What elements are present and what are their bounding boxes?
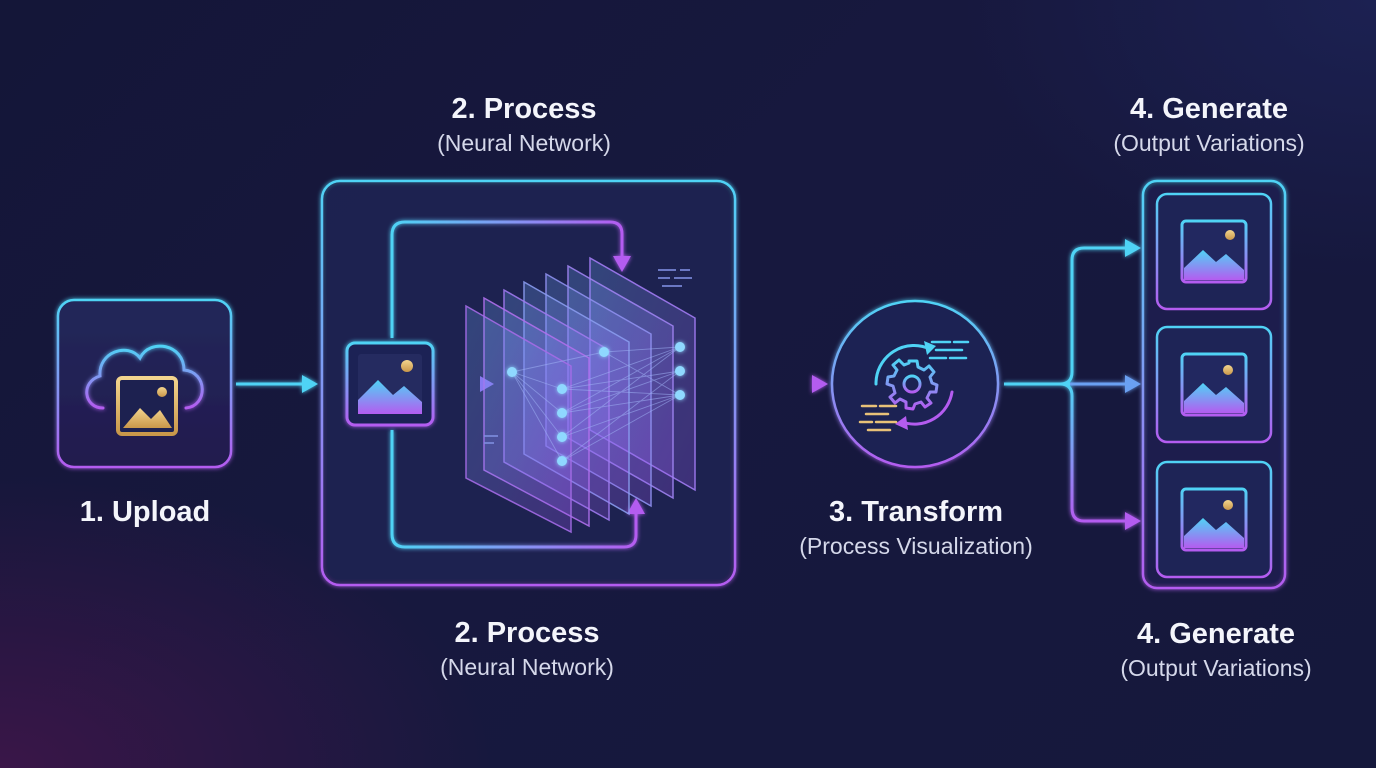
- image-icon: [1180, 352, 1248, 417]
- generate-subtitle-bottom: (Output Variations): [1120, 655, 1312, 681]
- generate-subtitle-top: (Output Variations): [1113, 130, 1305, 156]
- generate-label-top: 4. Generate (Output Variations): [1113, 92, 1304, 157]
- process-subtitle-top: (Neural Network): [437, 130, 611, 156]
- process-title-bottom: 2. Process: [454, 617, 600, 649]
- generate-label-bottom: 4. Generate (Output Variations): [1120, 617, 1311, 682]
- transform-label: 3. Transform (Process Visualization): [799, 495, 1033, 560]
- image-icon: [1180, 487, 1248, 552]
- feedback-loop-bottom: [390, 430, 645, 549]
- transform-title: 3. Transform: [828, 496, 1004, 528]
- process-label-bottom: 2. Process (Neural Network): [440, 616, 614, 681]
- process-box: [320, 179, 737, 587]
- process-title-top: 2. Process: [451, 93, 597, 125]
- transform-node: [830, 299, 1000, 469]
- generate-title-top: 4. Generate: [1130, 93, 1288, 125]
- process-subtitle-bottom: (Neural Network): [440, 654, 614, 680]
- gear-cycle-icon: [858, 340, 970, 432]
- cloud-image-icon: [85, 344, 204, 436]
- output-card-3: [1155, 460, 1273, 579]
- upload-card: [56, 298, 233, 469]
- arrow-upload-to-process: [236, 375, 318, 393]
- generate-title-bottom: 4. Generate: [1137, 618, 1295, 650]
- arrows-transform-to-outputs: [1004, 246, 1126, 523]
- upload-title: 1. Upload: [79, 496, 211, 528]
- process-label-top: 2. Process (Neural Network): [437, 92, 611, 157]
- feedback-loop-top: [390, 220, 631, 338]
- arrowheads-outputs: [1125, 239, 1141, 530]
- process-input-image-icon: [345, 341, 435, 427]
- transform-subtitle: (Process Visualization): [799, 533, 1033, 559]
- arrow-process-to-transform: [740, 375, 828, 393]
- output-card-1: [1155, 192, 1273, 311]
- output-stack: [1141, 179, 1287, 590]
- output-card-2: [1155, 325, 1273, 444]
- upload-label: 1. Upload: [80, 495, 211, 529]
- image-icon: [1180, 219, 1248, 284]
- neural-network-layers-icon: [465, 256, 696, 534]
